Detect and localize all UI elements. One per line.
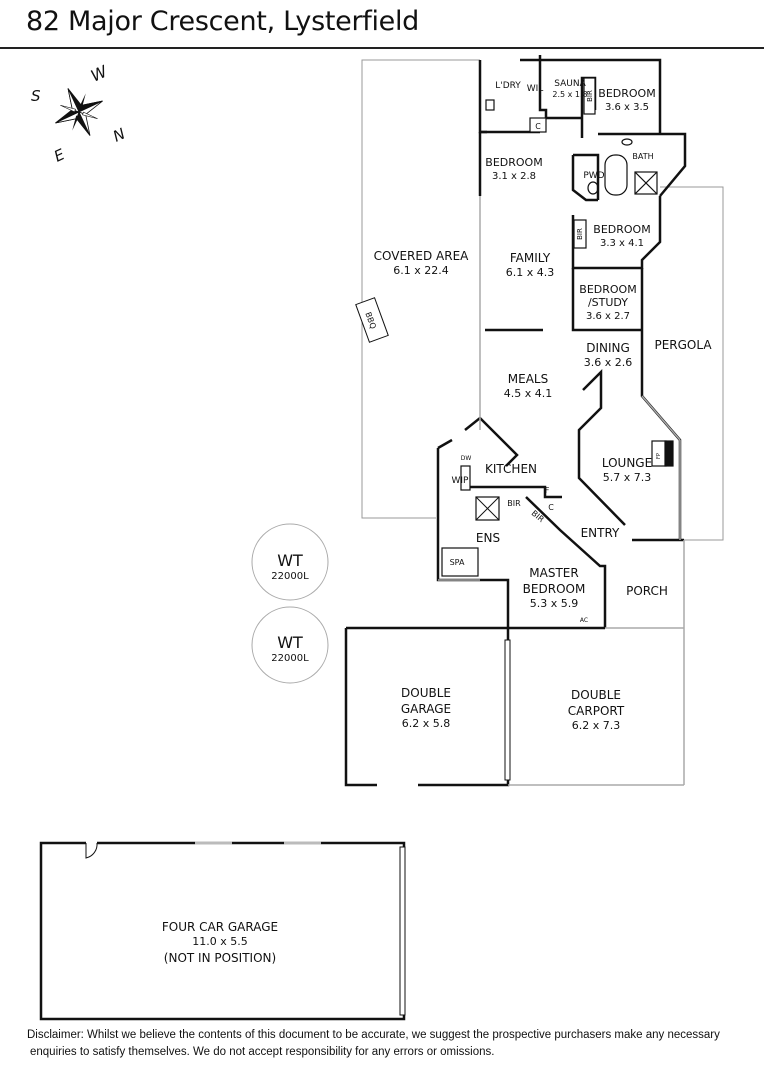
document-title: 82 Major Crescent, Lysterfield xyxy=(26,6,420,37)
room-label-study: BEDROOM xyxy=(579,283,636,296)
water-tank-1-capacity: 22000L xyxy=(271,571,309,582)
room-label-ldry: L'DRY xyxy=(495,81,521,91)
pergola-outline xyxy=(660,186,724,541)
water-tank-1 xyxy=(251,523,329,601)
compass-west-label: W xyxy=(88,61,111,85)
room-label-porch: PORCH xyxy=(626,584,668,598)
room-label-bir-4: BIR xyxy=(530,509,546,525)
ac-label: AC xyxy=(580,617,588,624)
shower-cross xyxy=(475,496,500,521)
four-car-garage-door xyxy=(399,846,406,1016)
room-label-covered-area: COVERED AREA xyxy=(374,249,470,263)
room-label-double-garage-2: GARAGE xyxy=(401,702,451,716)
room-label-cupboard-1: C xyxy=(535,122,541,131)
room-label-kitchen: KITCHEN xyxy=(485,462,537,476)
garage-door xyxy=(504,639,511,781)
room-label-study-2: /STUDY xyxy=(588,296,628,309)
room-label-bedroom-ne: BEDROOM xyxy=(598,87,655,100)
room-label-ens: ENS xyxy=(476,531,500,545)
compass-south-label: S xyxy=(31,87,41,105)
room-size-lounge: 5.7 x 7.3 xyxy=(603,471,652,484)
room-label-four-car-garage: FOUR CAR GARAGE xyxy=(162,920,278,934)
disclaimer-line-1: Disclaimer: Whilst we believe the conten… xyxy=(27,1029,720,1041)
room-label-bedroom-e: BEDROOM xyxy=(593,223,650,236)
compass-rose-icon xyxy=(55,88,103,136)
room-label-double-carport: DOUBLE xyxy=(571,688,621,702)
room-label-bir-2: BIR xyxy=(576,228,584,240)
room-label-pwd: PWD xyxy=(583,171,604,181)
room-label-double-carport-2: CARPORT xyxy=(568,704,625,718)
room-label-family: FAMILY xyxy=(510,251,551,265)
room-label-lounge: LOUNGE xyxy=(602,456,652,470)
water-tank-1-label: WT xyxy=(277,551,303,570)
bath-fixtures xyxy=(485,99,658,196)
room-size-meals: 4.5 x 4.1 xyxy=(504,387,553,400)
title-divider xyxy=(0,47,764,49)
room-size-sauna: 2.5 x 1.8 xyxy=(552,90,587,99)
room-size-bedroom-e: 3.3 x 4.1 xyxy=(600,238,644,249)
covered-area-outline xyxy=(361,59,480,519)
room-label-bir-1: BIR xyxy=(586,90,594,102)
dishwasher-label: DW xyxy=(461,455,472,462)
room-size-study: 3.6 x 2.7 xyxy=(586,311,630,322)
room-label-wil: WIL xyxy=(527,84,544,94)
room-label-master: MASTER xyxy=(529,566,578,580)
room-size-bedroom-ne: 3.6 x 3.5 xyxy=(605,102,649,113)
room-label-pergola: PERGOLA xyxy=(654,338,712,352)
room-size-dining: 3.6 x 2.6 xyxy=(584,356,633,369)
fridge-label: F xyxy=(545,486,550,495)
disclaimer-line-2: enquiries to satisfy themselves. We do n… xyxy=(30,1046,495,1058)
room-label-dining: DINING xyxy=(586,341,630,355)
room-size-double-garage: 6.2 x 5.8 xyxy=(402,717,451,730)
water-tank-2-capacity: 22000L xyxy=(271,653,309,664)
compass-north-label: N xyxy=(110,125,128,146)
door-swing xyxy=(85,842,98,859)
fireplace-label: FP xyxy=(656,453,662,459)
room-size-covered-area: 6.1 x 22.4 xyxy=(393,264,449,277)
four-car-garage-walls xyxy=(39,841,406,1021)
spa-label: SPA xyxy=(450,558,465,567)
room-size-master: 5.3 x 5.9 xyxy=(530,597,579,610)
room-label-wip: WIP xyxy=(452,476,470,486)
room-label-master-2: BEDROOM xyxy=(523,582,586,596)
disclaimer: Disclaimer: Whilst we believe the conten… xyxy=(27,1027,747,1061)
bbq-unit xyxy=(355,297,389,343)
room-label-bir-3: BIR xyxy=(507,499,521,508)
room-size-double-carport: 6.2 x 7.3 xyxy=(572,719,621,732)
room-size-family: 6.1 x 4.3 xyxy=(506,266,555,279)
room-label-cupboard-2: C xyxy=(548,503,554,512)
water-tank-2 xyxy=(251,606,329,684)
four-car-garage-note: (NOT IN POSITION) xyxy=(164,951,276,965)
compass-east-label: E xyxy=(51,145,68,166)
room-size-bedroom-n: 3.1 x 2.8 xyxy=(492,171,536,182)
water-tank-2-label: WT xyxy=(277,633,303,652)
room-label-meals: MEALS xyxy=(508,372,548,386)
room-label-double-garage: DOUBLE xyxy=(401,686,451,700)
room-label-bath: BATH xyxy=(632,152,653,161)
internal-lines xyxy=(438,196,685,786)
room-size-four-car-garage: 11.0 x 5.5 xyxy=(192,935,248,948)
room-label-sauna: SAUNA xyxy=(554,79,586,89)
room-label-entry: ENTRY xyxy=(581,526,620,540)
room-label-bedroom-n: BEDROOM xyxy=(485,156,542,169)
